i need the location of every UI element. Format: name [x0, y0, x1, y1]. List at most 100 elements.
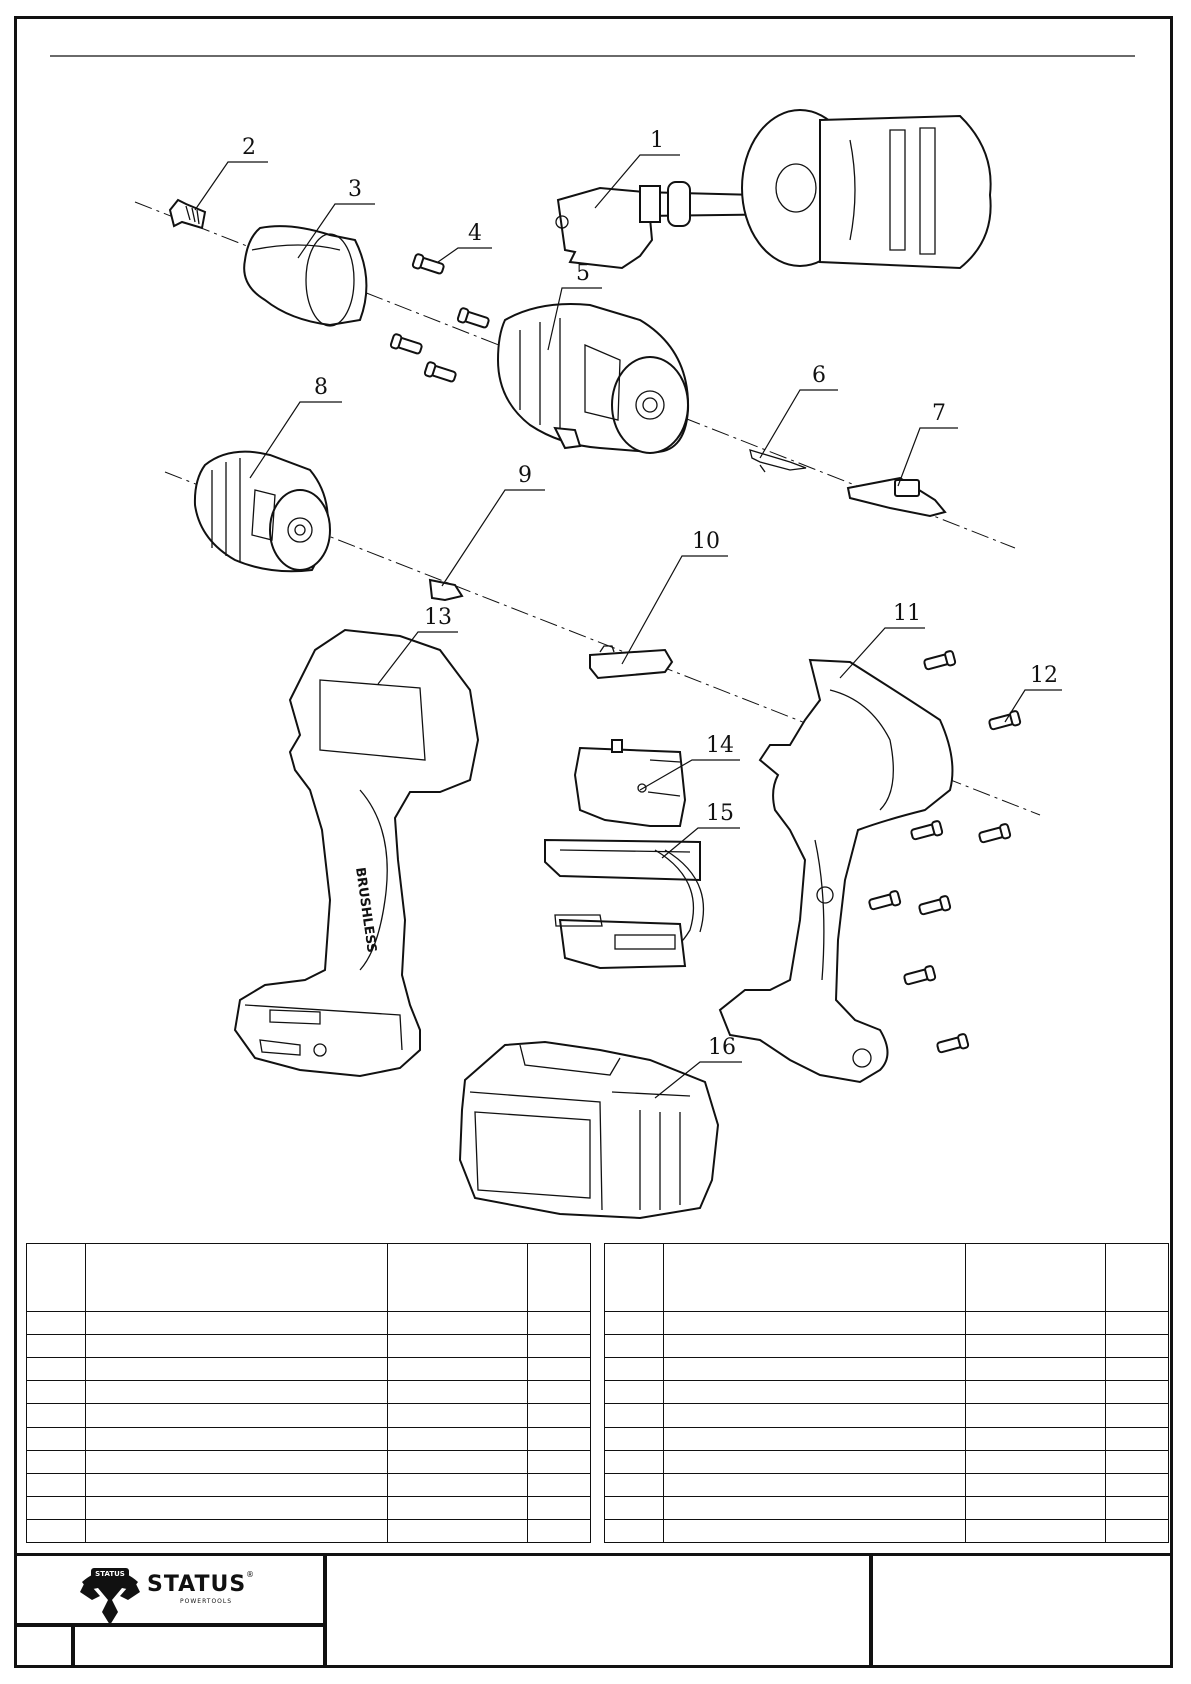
table-cell [25, 1495, 87, 1520]
table-cell [663, 1495, 967, 1520]
part-small-9 [428, 578, 464, 602]
callout-3: 3 [297, 177, 375, 259]
callout-12: 12 [1004, 663, 1062, 723]
callout-8: 8 [249, 375, 342, 479]
table-row [25, 1426, 592, 1451]
callout-label: 10 [692, 529, 720, 554]
table-cell [25, 1403, 87, 1428]
table-cell [85, 1311, 389, 1336]
table-cell [387, 1357, 528, 1382]
table-row [25, 1403, 592, 1428]
table-cell [25, 1380, 87, 1405]
callout-label: 1 [650, 128, 664, 153]
table-cell [1104, 1403, 1170, 1428]
table-cell [387, 1403, 528, 1428]
table-cell [85, 1449, 389, 1474]
callout-6: 6 [759, 363, 838, 459]
table-cell [965, 1426, 1106, 1451]
table-cell [603, 1311, 665, 1336]
table-header-cell [387, 1242, 528, 1313]
part-board-10 [589, 645, 674, 680]
table-cell [526, 1334, 592, 1359]
title-block-right-cell [870, 1553, 1173, 1668]
table-header-cell [965, 1242, 1106, 1313]
table-header-cell [663, 1242, 967, 1313]
table-cell [85, 1518, 389, 1544]
callout-label: 14 [706, 733, 734, 758]
part-chuck [243, 225, 368, 327]
table-row [603, 1449, 1170, 1474]
table-cell [965, 1380, 1106, 1405]
callout-1: 1 [594, 128, 680, 209]
table-cell [526, 1426, 592, 1451]
parts-table-left [25, 1242, 592, 1544]
table-cell [25, 1311, 87, 1336]
table-row [603, 1426, 1170, 1451]
table-cell [965, 1334, 1106, 1359]
part-battery-pack [458, 1040, 720, 1220]
table-cell [526, 1403, 592, 1428]
callout-label: 6 [812, 363, 826, 388]
part-screws-4 [389, 253, 490, 383]
callout-label: 5 [576, 261, 590, 286]
table-cell [1104, 1495, 1170, 1520]
table-header-cell [1104, 1242, 1170, 1313]
table-cell [965, 1472, 1106, 1497]
table-cell [1104, 1472, 1170, 1497]
table-cell [965, 1311, 1106, 1336]
part-screw-2 [168, 198, 207, 230]
part-housing-left: BRUSHLESS [233, 628, 480, 1078]
table-cell [1104, 1334, 1170, 1359]
callout-label: 16 [708, 1035, 736, 1060]
table-cell [603, 1357, 665, 1382]
callout-11: 11 [839, 601, 925, 679]
table-cell [663, 1426, 967, 1451]
table-cell [603, 1495, 665, 1520]
callout-label: 2 [242, 135, 256, 160]
table-cell [965, 1495, 1106, 1520]
table-cell [663, 1518, 967, 1544]
table-cell [965, 1518, 1106, 1544]
table-cell [526, 1311, 592, 1336]
table-cell [25, 1334, 87, 1359]
table-cell [85, 1334, 389, 1359]
table-cell [663, 1403, 967, 1428]
table-cell [387, 1495, 528, 1520]
part-housing-right [718, 658, 954, 1084]
part-screws-12 [868, 650, 1022, 1054]
table-cell [663, 1449, 967, 1474]
table-cell [1104, 1449, 1170, 1474]
table-cell [387, 1449, 528, 1474]
table-row [25, 1449, 592, 1474]
callout-label: 12 [1030, 663, 1058, 688]
part-side-handle [555, 109, 992, 270]
table-cell [603, 1380, 665, 1405]
table-cell [1104, 1518, 1170, 1544]
table-cell [603, 1449, 665, 1474]
table-cell [663, 1472, 967, 1497]
table-cell [387, 1472, 528, 1497]
callout-label: 4 [468, 221, 482, 246]
table-row [25, 1495, 592, 1520]
table-cell [663, 1380, 967, 1405]
table-header-cell [85, 1242, 389, 1313]
table-cell [25, 1426, 87, 1451]
callout-14: 14 [639, 733, 740, 791]
table-cell [85, 1357, 389, 1382]
table-cell [526, 1472, 592, 1497]
callout-15: 15 [661, 801, 740, 859]
table-header-cell [526, 1242, 592, 1313]
table-row [603, 1495, 1170, 1520]
table-cell [663, 1357, 967, 1382]
table-row [25, 1380, 592, 1405]
table-row [603, 1472, 1170, 1497]
callout-label: 9 [518, 463, 532, 488]
table-row [603, 1403, 1170, 1428]
table-cell [603, 1518, 665, 1544]
table-cell [85, 1380, 389, 1405]
table-cell [965, 1403, 1106, 1428]
table-cell [965, 1357, 1106, 1382]
callout-label: 13 [424, 605, 452, 630]
brand-tagline: POWERTOOLS [180, 1598, 233, 1605]
